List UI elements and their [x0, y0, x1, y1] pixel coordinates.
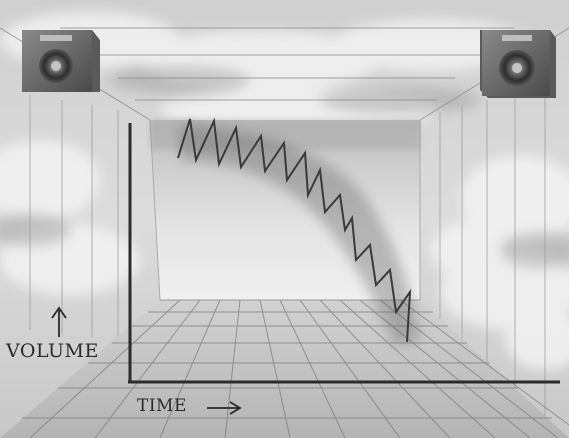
decaying-sawtooth-waveform: [177, 117, 412, 343]
y-axis-label: VOLUME: [6, 340, 99, 362]
arrow-right-icon: [207, 401, 242, 415]
waveform-shadow: [180, 125, 420, 345]
x-axis-label: TIME: [137, 396, 187, 416]
left-wall-lines: [29, 95, 161, 340]
axes: [128, 123, 560, 384]
right-speaker-icon: [480, 30, 556, 98]
arrow-up-icon: [51, 306, 67, 337]
left-speaker-icon: [22, 30, 100, 92]
right-wall-lines: [419, 92, 546, 420]
